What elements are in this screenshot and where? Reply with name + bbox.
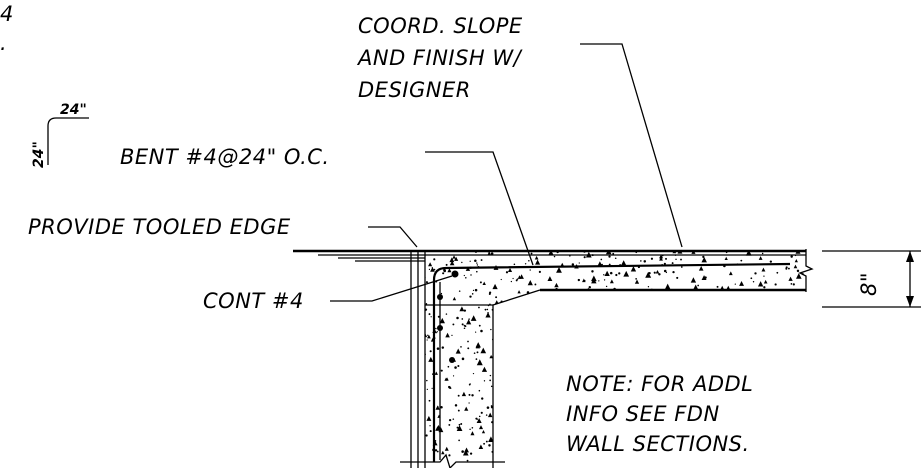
grade-lines	[293, 249, 425, 262]
coord-slope-line2: AND FINISH W/	[356, 46, 523, 70]
bent-bar-label: BENT #4@24" O.C.	[120, 145, 330, 169]
cont-bar-label: CONT #4	[203, 289, 304, 313]
slab-outline	[424, 249, 814, 306]
coord-slope-line3: DESIGNER	[358, 78, 471, 102]
bent-bar-diagram: 24" 24"	[31, 102, 89, 168]
leader-lines	[330, 43, 683, 302]
bent-dim-vertical: 24"	[31, 141, 47, 168]
reinforcement	[432, 262, 791, 462]
note-line3: WALL SECTIONS.	[566, 432, 750, 456]
tooled-edge-label: PROVIDE TOOLED EDGE	[28, 215, 291, 239]
corner-label-4: 4	[0, 2, 14, 26]
note-line1: NOTE: FOR ADDL	[566, 372, 753, 396]
cont-bar-dot	[451, 270, 459, 278]
note-line2: INFO SEE FDN	[566, 402, 720, 426]
thickness-dimension: 8"	[822, 250, 921, 308]
rebar-dot	[437, 294, 443, 300]
dimension-8in: 8"	[857, 272, 881, 296]
rebar-dot	[449, 357, 455, 363]
concrete-hatch	[425, 251, 804, 462]
rebar-dot	[437, 325, 443, 331]
coord-slope-line1: COORD. SLOPE	[358, 14, 523, 38]
corner-dot: .	[0, 31, 7, 55]
bent-dim-horizontal: 24"	[60, 102, 87, 118]
